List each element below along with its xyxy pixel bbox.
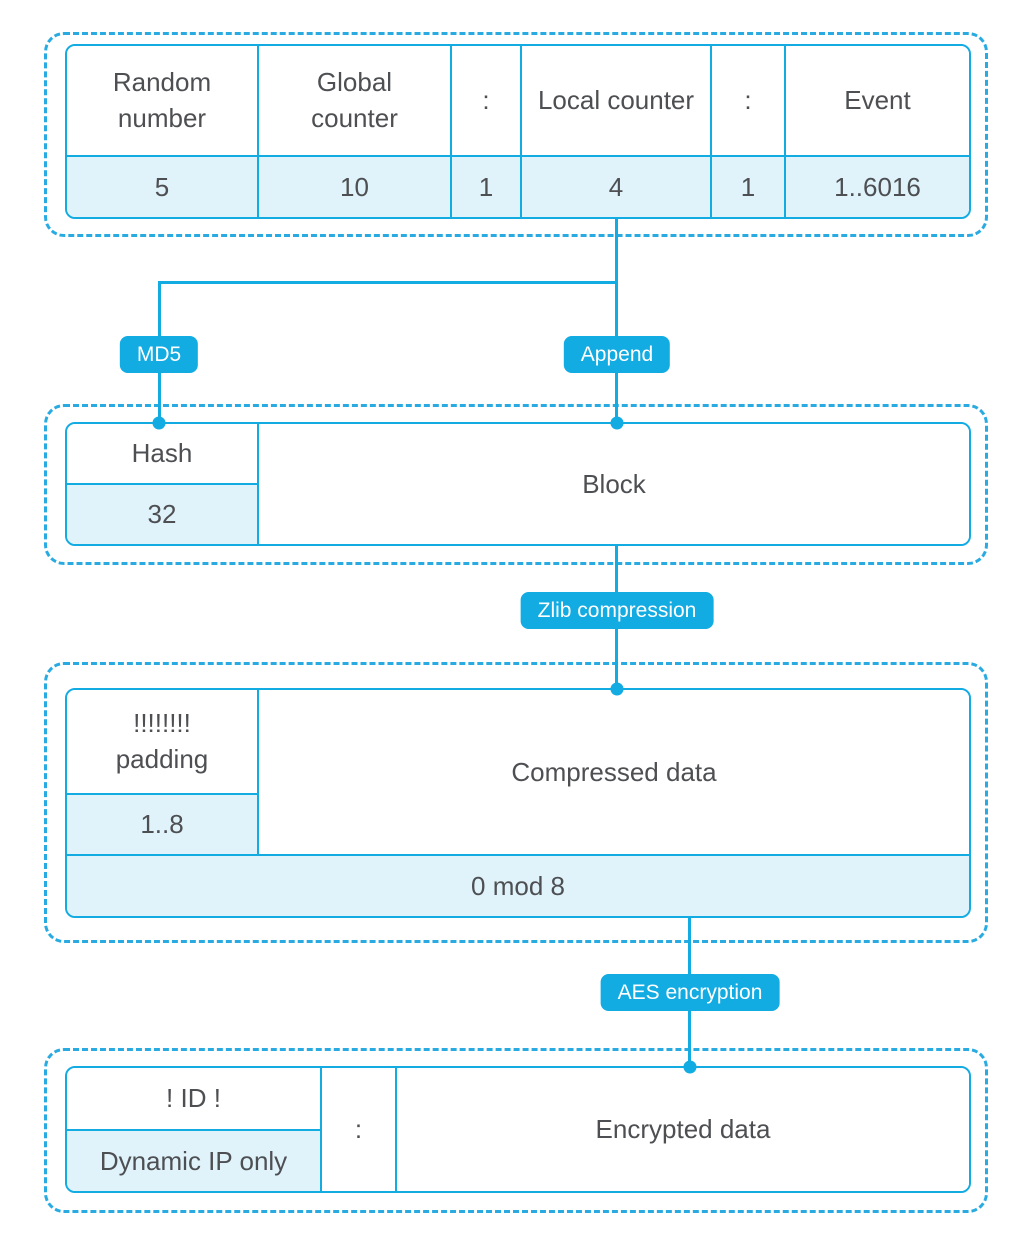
id-header-label: ! ID ! — [166, 1082, 221, 1113]
field-global-counter: Global counter 10 — [257, 46, 450, 217]
field-separator-2: : 1 — [710, 46, 784, 217]
field-header-label: : — [482, 84, 490, 115]
connector-line-branch — [158, 281, 618, 284]
hash-header: Hash — [67, 424, 257, 483]
field-header-label: Random number — [112, 67, 212, 133]
encrypted-table: ! ID ! Dynamic IP only : Encrypted data — [65, 1066, 971, 1193]
field-length: 1 — [452, 155, 520, 217]
encrypted-panel — [44, 1048, 988, 1213]
separator-cell: : — [320, 1068, 395, 1191]
field-header: Global counter — [259, 46, 450, 155]
field-header-label: Local counter — [537, 84, 695, 115]
zlib-operation-badge: Zlib compression — [520, 592, 714, 629]
padding-label: padding — [115, 743, 209, 774]
md5-operation-badge: MD5 — [119, 336, 199, 373]
field-header: Random number — [67, 46, 257, 155]
field-length: 10 — [259, 155, 450, 217]
padding-header-label: !!!!!!!! padding — [116, 706, 209, 776]
field-length: 1 — [712, 155, 784, 217]
hash-header-label: Hash — [131, 437, 193, 468]
field-local-counter: Local counter 4 — [520, 46, 710, 217]
padding-marks: !!!!!!!! — [133, 708, 191, 739]
hash-block-panel — [44, 404, 988, 565]
field-header: Local counter — [522, 46, 710, 155]
encrypted-data-cell: Encrypted data — [395, 1068, 969, 1191]
connector-endpoint-dot — [610, 682, 624, 696]
connector-endpoint-dot — [610, 416, 624, 430]
hash-length: 32 — [67, 483, 257, 544]
padding-header: !!!!!!!! padding — [67, 690, 257, 793]
field-header-label: : — [744, 84, 752, 115]
padding-length: 1..8 — [67, 793, 257, 854]
field-event: Event 1..6016 — [784, 46, 969, 217]
field-separator-1: : 1 — [450, 46, 520, 217]
field-header-label: Event — [844, 84, 911, 115]
compressed-table: !!!!!!!! padding 1..8 Compressed data 0 … — [65, 688, 971, 918]
id-header: ! ID ! — [67, 1068, 320, 1129]
field-random-number: Random number 5 — [67, 46, 257, 217]
block-cell: Block — [257, 424, 969, 544]
padding-column: !!!!!!!! padding 1..8 — [67, 690, 257, 854]
connector-endpoint-dot — [152, 416, 166, 430]
append-operation-badge: Append — [563, 336, 671, 373]
connector-endpoint-dot — [683, 1060, 697, 1074]
field-header: Event — [786, 46, 969, 155]
connector-line-append — [615, 218, 618, 424]
hash-block-table: Hash 32 Block — [65, 422, 971, 546]
id-value: Dynamic IP only — [67, 1129, 320, 1191]
field-header-label: Global counter — [311, 67, 398, 133]
id-column: ! ID ! Dynamic IP only — [67, 1068, 320, 1191]
compressed-panel — [44, 662, 988, 943]
field-header: : — [452, 46, 520, 155]
aes-operation-badge: AES encryption — [600, 974, 780, 1011]
compressed-top-row: !!!!!!!! padding 1..8 Compressed data — [67, 690, 969, 854]
hash-column: Hash 32 — [67, 424, 257, 544]
packet-fields-table: Random number 5 Global counter 10 : 1 Lo… — [65, 44, 971, 219]
packet-fields-panel — [44, 32, 988, 237]
field-header: : — [712, 46, 784, 155]
compressed-data-cell: Compressed data — [257, 690, 969, 854]
field-length: 5 — [67, 155, 257, 217]
alignment-row: 0 mod 8 — [67, 854, 969, 916]
field-length: 1..6016 — [786, 155, 969, 217]
field-length: 4 — [522, 155, 710, 217]
